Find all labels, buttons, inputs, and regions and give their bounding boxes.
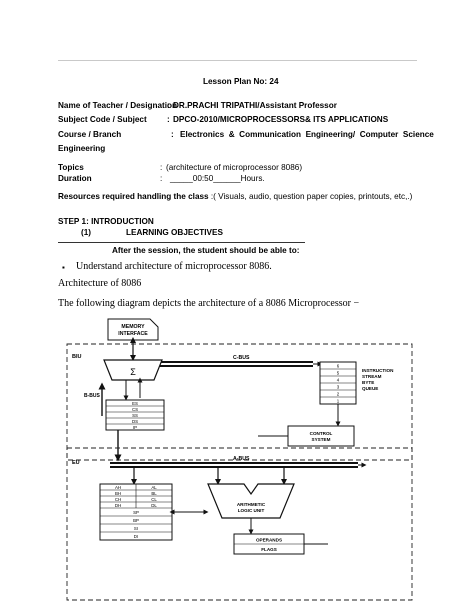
register-si: SI [134,526,138,531]
duration-value: _____00:50______Hours. [170,174,265,183]
queue-slot-3: 3 [337,385,340,390]
operands-flags-block: OPERANDS FLAGS [233,533,305,555]
register-di: DI [134,534,138,539]
queue-label-line2: STREAM [362,374,382,379]
queue-label-line4: QUEUE [362,386,378,391]
course-label: Course / Branch [58,130,122,139]
memory-interface-line1: MEMORY [121,324,145,330]
control-system-line2: SYSTEM [312,437,331,442]
a-bus-label: A-BUS [233,456,250,462]
course-value: Electronics & Communication Engineering/… [180,130,434,139]
teacher-separator: : [167,101,170,110]
queue-label-line1: INSTRUCTION [362,368,394,373]
queue-slot-2: 2 [337,392,340,397]
register-bl: BL [151,491,157,496]
general-register-file: AH AL BH BL CH CL DH DL SP BP SI DI [99,483,173,541]
eu-label: EU [72,460,80,466]
alu-line2: LOGIC UNIT [238,508,265,513]
register-ss: SS [132,413,138,418]
register-cl: CL [151,497,157,502]
flags-label: FLAGS [261,547,277,552]
course-value-continuation: Engineering [58,144,106,153]
architecture-diagram: MEMORY INTERFACE BIU C-BUS Σ B-BUS ES CS [66,318,413,601]
adder-symbol: Σ [130,367,136,377]
queue-slot-1: 1 [337,399,340,404]
section-rule [58,242,305,243]
register-dh: DH [115,503,121,508]
biu-boundary [66,343,413,461]
duration-separator: : [160,174,163,183]
bullet-icon: ▪ [62,263,65,272]
register-ah: AH [115,485,121,490]
topics-separator: : [160,163,163,172]
memory-interface-line2: INTERFACE [118,331,148,337]
topics-value: (architecture of microprocessor 8086) [166,163,303,172]
register-al: AL [151,485,157,490]
c-bus-label: C-BUS [233,355,250,361]
eu-boundary [66,447,413,601]
lesson-plan-title: Lesson Plan No: 24 [203,77,279,86]
memory-interface-block: MEMORY INTERFACE [107,318,159,341]
instruction-queue: 6 5 4 3 2 1 [319,361,357,405]
register-cs: CS [132,407,138,412]
segment-register-file: ES CS SS DS IP [105,399,165,431]
subject-separator: : [167,115,170,124]
course-separator: : [171,130,174,139]
objectives-lead: After the session, the student should be… [112,246,300,255]
duration-label: Duration [58,174,92,183]
step-heading: STEP 1: INTRODUCTION [58,217,154,226]
objective-item: Understand architecture of microprocesso… [76,261,272,272]
register-ds: DS [132,419,138,424]
section-title: Architecture of 8086 [58,278,142,289]
objectives-number: (1) [81,228,92,237]
topics-label: Topics [58,163,84,172]
resources-value: :( Visuals, audio, question paper copies… [210,192,413,201]
queue-slot-6: 6 [337,364,340,369]
register-ch: CH [115,497,121,502]
alu-block [207,483,295,519]
register-es: ES [132,401,138,406]
teacher-value: DR.PRACHI TRIPATHI/Assistant Professor [173,101,337,110]
b-bus-label: B-BUS [84,393,100,399]
address-adder [103,359,163,381]
subject-label: Subject Code / Subject [58,115,147,124]
diagram-intro: The following diagram depicts the archit… [58,298,360,309]
subject-value: DPCO-2010/MICROPROCESSORS& ITS APPLICATI… [173,115,389,124]
control-system-line1: CONTROL [310,431,333,436]
control-system-block: CONTROL SYSTEM [287,425,355,447]
teacher-label: Name of Teacher / Designation [58,101,178,110]
objectives-heading: LEARNING OBJECTIVES [126,228,223,237]
resources-label: Resources required handling the class [58,192,209,201]
operands-label: OPERANDS [256,538,282,543]
register-bp: BP [133,518,139,523]
register-ip: IP [133,425,137,430]
register-sp: SP [133,510,139,515]
biu-label: BIU [72,354,82,360]
register-bh: BH [115,491,121,496]
register-dl: DL [151,503,157,508]
alu-line1: ARITHMETIC [237,502,266,507]
queue-slot-5: 5 [337,371,340,376]
queue-slot-4: 4 [337,378,340,383]
resources-line: Resources required handling the class :(… [58,192,412,202]
queue-label-line3: BYTE [362,380,374,385]
header-divider [58,60,417,61]
